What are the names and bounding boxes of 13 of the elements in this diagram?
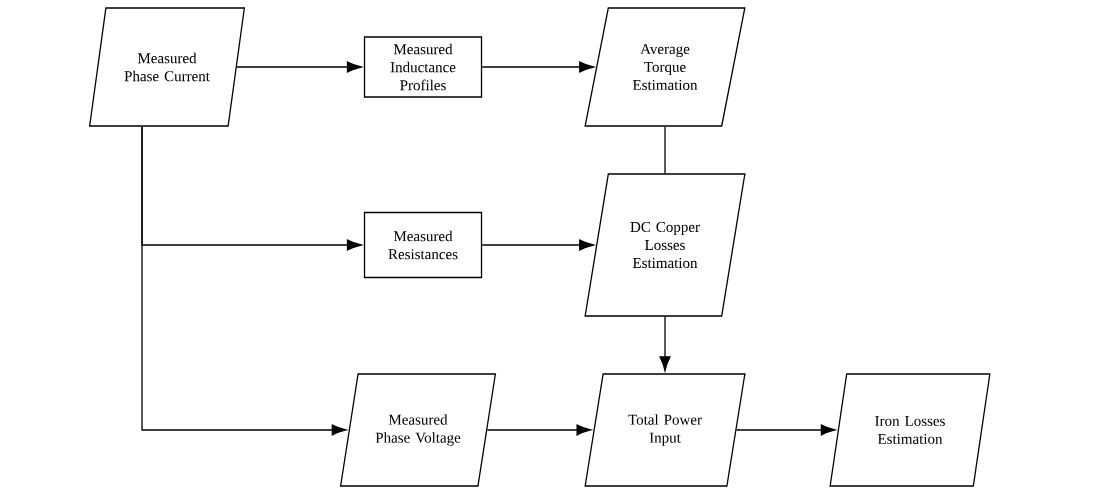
arrow [236,61,362,73]
arrow [481,239,594,251]
arrow [659,316,671,372]
arrow [481,61,594,73]
process-box: Measured Inductance Profiles [363,36,483,98]
output-parallelogram: DC Copper Losses Estimation [584,173,746,317]
arrow [735,424,836,436]
process-box: Measured Resistances [363,211,483,279]
output-parallelogram: Average Torque Estimation [584,7,746,127]
output-parallelogram: Total Power Input [584,373,746,487]
output-parallelogram: Iron Losses Estimation [829,373,991,487]
arrow [141,126,347,436]
arrow [486,424,592,436]
